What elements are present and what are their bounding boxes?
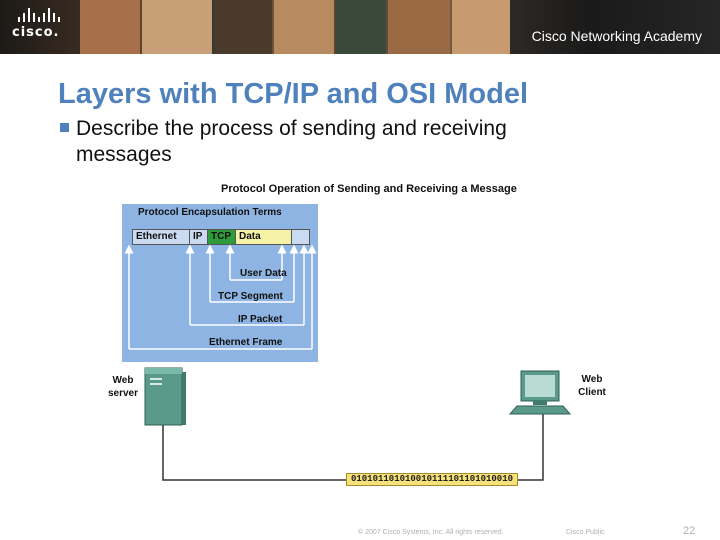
frame-structure-bar: Ethernet IP TCP Data: [132, 229, 310, 245]
banner-photo: [336, 0, 386, 54]
panel-title: Protocol Encapsulation Terms: [138, 207, 282, 218]
server-icon: [144, 367, 186, 426]
encapsulation-panel: Protocol Encapsulation Terms Ethernet IP…: [122, 204, 318, 362]
bullet-square-icon: [60, 123, 69, 132]
bullet-item: Describe the process of sending and rece…: [60, 116, 580, 168]
page-number: 22: [683, 525, 696, 537]
header-banner: cisco. Cisco Networking Academy: [0, 0, 720, 54]
label-ethernet-frame: Ethernet Frame: [209, 337, 283, 348]
slide-title: Layers with TCP/IP and OSI Model: [58, 78, 529, 110]
segment-ethernet: Ethernet: [133, 230, 190, 244]
web-server-label: Web server: [107, 375, 139, 399]
cisco-logo: cisco.: [12, 8, 72, 46]
bit-stream: 01010110101001011110110101001​0: [346, 473, 518, 486]
label-user-data: User Data: [240, 268, 287, 279]
footer-copyright: © 2007 Cisco Systems, Inc. All rights re…: [358, 529, 504, 536]
banner-photo: [80, 0, 140, 54]
label-ip-packet: IP Packet: [238, 314, 283, 325]
web-client-label: Web Client: [578, 374, 606, 398]
banner-photo: [452, 0, 510, 54]
academy-title: Cisco Networking Academy: [531, 28, 702, 44]
diagram-title: Protocol Operation of Sending and Receiv…: [221, 183, 517, 195]
footer-label: Cisco Public: [566, 529, 605, 536]
banner-photo: [214, 0, 272, 54]
segment-trailer: [292, 230, 309, 244]
encapsulation-arrows: [124, 244, 317, 350]
segment-tcp: TCP: [208, 230, 236, 244]
banner-photo: [388, 0, 450, 54]
banner-photo: [274, 0, 334, 54]
segment-data: Data: [236, 230, 292, 244]
client-computer-icon: [508, 370, 572, 415]
cisco-logo-text: cisco.: [12, 25, 60, 40]
banner-photo-strip: [80, 0, 510, 54]
network-cable: [162, 413, 544, 481]
banner-photo: [142, 0, 212, 54]
cisco-logo-bars-icon: [18, 8, 72, 22]
label-tcp-segment: TCP Segment: [218, 291, 283, 302]
segment-ip: IP: [190, 230, 208, 244]
bullet-text: Describe the process of sending and rece…: [76, 117, 507, 166]
